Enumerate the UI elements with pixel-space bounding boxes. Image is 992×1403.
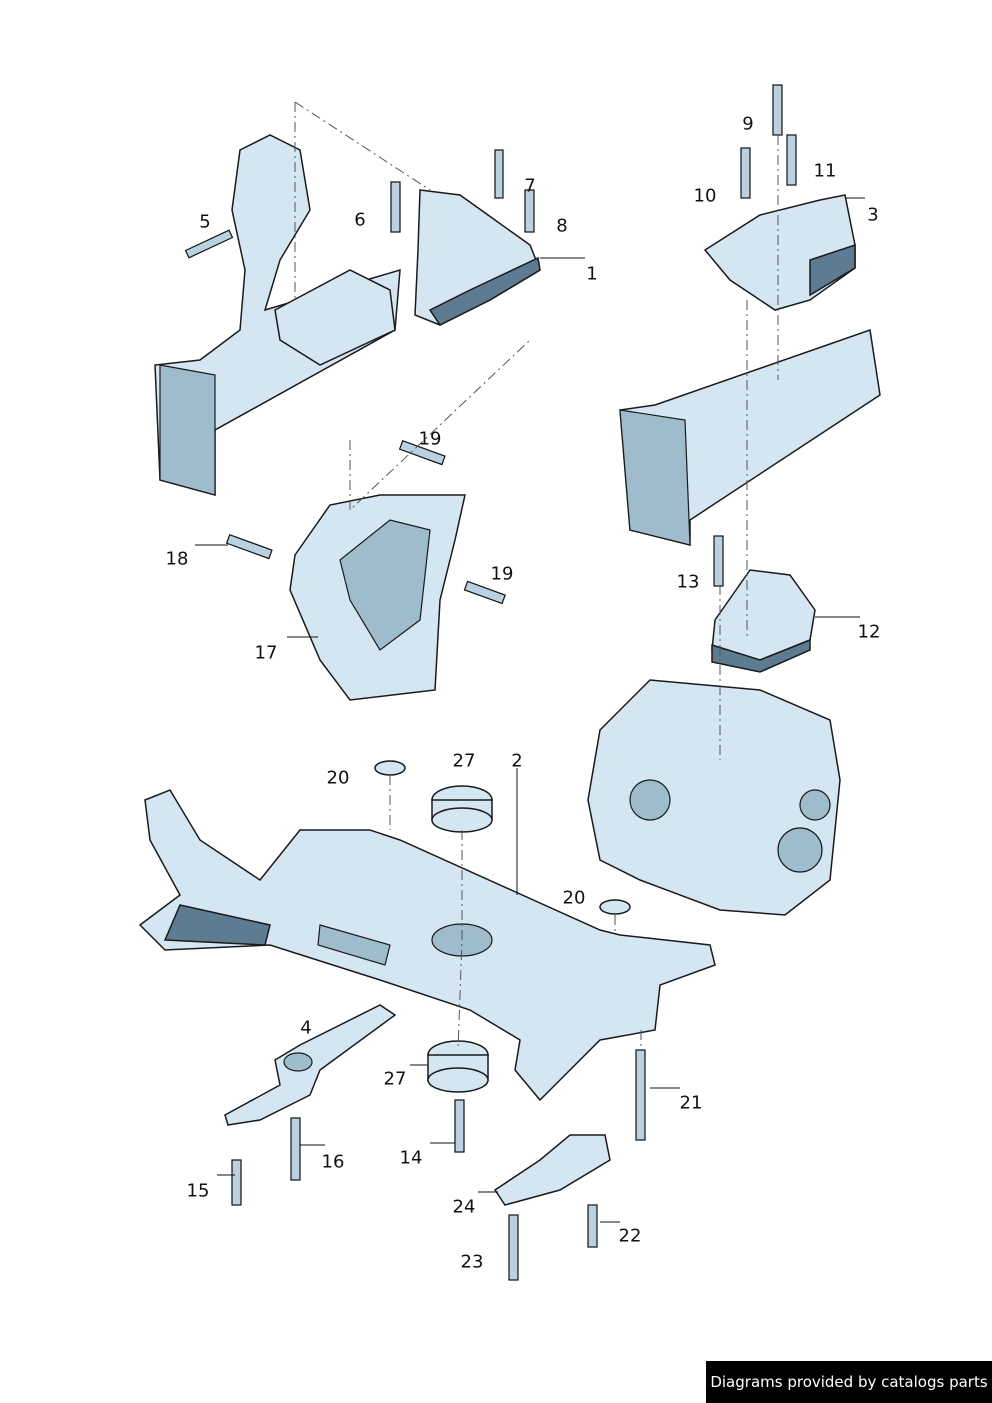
callout-22: 22 bbox=[618, 1225, 642, 1247]
callout-19-lower: 19 bbox=[490, 563, 514, 585]
callout-13: 13 bbox=[676, 571, 700, 593]
gearbox-mount-3 bbox=[703, 194, 856, 311]
torque-strut-4 bbox=[224, 1004, 397, 1126]
callout-27-lower: 27 bbox=[383, 1068, 407, 1090]
bracket-17 bbox=[289, 494, 466, 701]
washer-20-left bbox=[374, 760, 406, 776]
leader-lines bbox=[195, 197, 865, 1223]
callout-6: 6 bbox=[354, 209, 366, 231]
callout-16: 16 bbox=[321, 1151, 345, 1173]
callout-18: 18 bbox=[165, 548, 189, 570]
bracket-24 bbox=[493, 1134, 611, 1206]
callout-5: 5 bbox=[199, 211, 211, 233]
engine-mount-1 bbox=[414, 189, 541, 326]
bolts bbox=[184, 84, 797, 1281]
callout-7: 7 bbox=[524, 175, 536, 197]
footer-credit: Diagrams provided by catalogs parts bbox=[706, 1361, 992, 1403]
bushing-27-upper bbox=[431, 785, 493, 833]
bushing-27-lower bbox=[427, 1040, 489, 1093]
callout-15: 15 bbox=[186, 1180, 210, 1202]
callout-14: 14 bbox=[399, 1147, 423, 1169]
right-frame-rail bbox=[619, 328, 881, 546]
callout-20-left: 20 bbox=[326, 767, 350, 789]
callout-9: 9 bbox=[742, 113, 754, 135]
callout-1: 1 bbox=[586, 263, 598, 285]
callout-2: 2 bbox=[511, 750, 523, 772]
callout-19-upper: 19 bbox=[418, 428, 442, 450]
callout-10: 10 bbox=[693, 185, 717, 207]
left-frame-rail bbox=[154, 134, 401, 496]
alignment-lines bbox=[294, 101, 779, 1051]
mount-12 bbox=[711, 569, 816, 673]
callout-27-upper: 27 bbox=[452, 750, 476, 772]
callout-11: 11 bbox=[813, 160, 837, 182]
subframe-2 bbox=[138, 789, 716, 1102]
callout-24: 24 bbox=[452, 1196, 476, 1218]
callout-3: 3 bbox=[867, 204, 879, 226]
callout-17: 17 bbox=[254, 642, 278, 664]
gearbox-housing bbox=[587, 679, 841, 916]
callout-23: 23 bbox=[460, 1251, 484, 1273]
washer-20-right bbox=[599, 899, 631, 915]
callout-12: 12 bbox=[857, 621, 881, 643]
callout-20-right: 20 bbox=[562, 887, 586, 909]
callout-21: 21 bbox=[679, 1092, 703, 1114]
callout-4: 4 bbox=[300, 1017, 312, 1039]
callout-8: 8 bbox=[556, 215, 568, 237]
